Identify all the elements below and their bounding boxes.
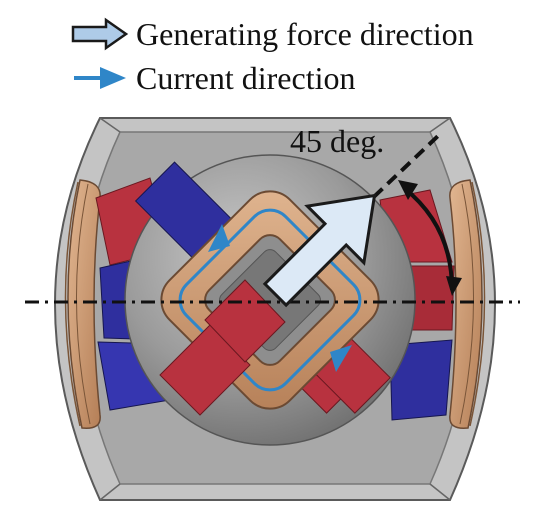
legend-current-label: Current direction <box>136 60 356 96</box>
force-arrow-shape <box>262 193 377 308</box>
right-coil-body <box>449 179 483 429</box>
magnet-blue <box>389 339 453 421</box>
angle-arc-arrowhead-top <box>398 180 418 200</box>
housing-bevel-tl <box>99 117 121 133</box>
inner-magnet-red-bar <box>204 279 286 363</box>
angle-arc-arrowhead-bottom <box>446 276 462 296</box>
housing-bevel-tr <box>429 117 451 133</box>
current-arrowhead <box>330 345 352 372</box>
hollow-arrow-icon <box>71 17 129 51</box>
right-coil-layer <box>469 181 486 427</box>
angle-label: 45 deg. <box>290 123 384 159</box>
housing-bevel-br <box>429 483 451 501</box>
legend-current-row: Current direction <box>70 58 355 98</box>
housing-bevel-bl <box>99 483 121 501</box>
filled-arrow-icon <box>74 67 126 89</box>
legend-force-row: Generating force direction <box>70 14 474 54</box>
current-arrowhead <box>208 224 230 252</box>
angle-arc <box>402 186 454 291</box>
inner-magnet-red-bar <box>159 324 251 416</box>
force-arrow <box>262 193 377 308</box>
legend-force-label: Generating force direction <box>136 16 474 52</box>
